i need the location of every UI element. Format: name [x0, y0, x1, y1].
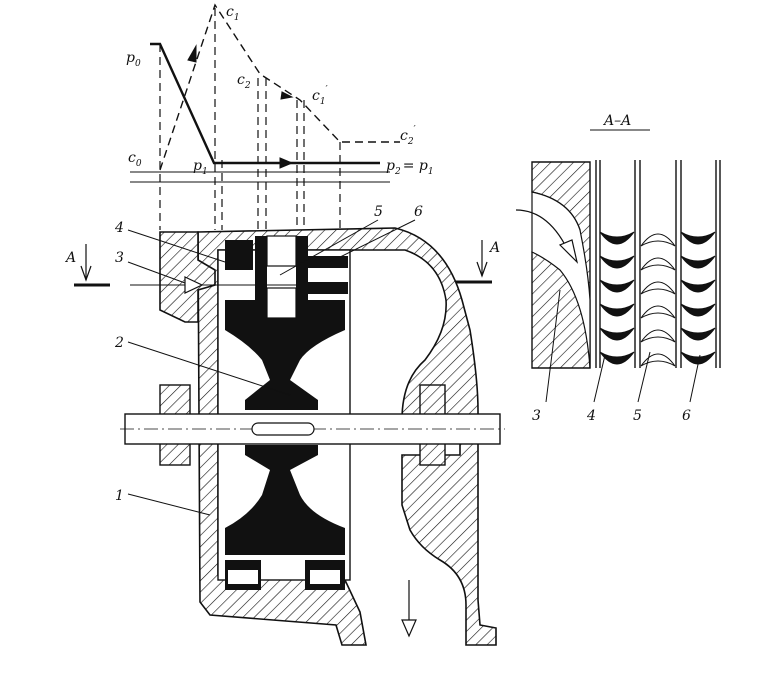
moving-blade-profile [680, 255, 716, 269]
leader-3 [127, 261, 186, 284]
moving-blade-profile [680, 351, 716, 365]
blade-row-1 [255, 236, 267, 318]
label-c1-prime: c1′ [312, 85, 328, 107]
moving-blade-profile [680, 327, 716, 341]
callout-2: 2 [114, 335, 124, 351]
shaft-key [251, 422, 315, 436]
guide-vane-lower [266, 287, 297, 319]
rotor-disc-lower [225, 445, 345, 555]
velocity-arrow-1 [187, 44, 197, 63]
velocity-arrow-2 [280, 91, 294, 100]
rotor-disc [225, 300, 345, 410]
guide-vane-profile [640, 305, 676, 319]
blade-top-right [308, 256, 348, 268]
moving-blade-profile [599, 255, 635, 269]
label-p0: p0 [126, 50, 141, 69]
section-letter-right: A [488, 240, 500, 256]
guide-vane-profile [640, 329, 676, 343]
guide-vane-profile [640, 233, 676, 247]
callout-4: 4 [114, 220, 124, 236]
guide-vane [266, 235, 297, 267]
guide-vane-profile [640, 257, 676, 271]
blade-bottom-gap [228, 570, 258, 584]
section-arrowhead-left [80, 265, 92, 282]
section-nozzle-passage [531, 191, 591, 369]
moving-blade-profile [599, 303, 635, 317]
graph-labels: p0 c0 p1 c1 c2 c1′ c2′ p2= p1 [126, 4, 434, 177]
moving-blade-profile [599, 327, 635, 341]
moving-blade-profile [680, 231, 716, 245]
blade-row-2 [296, 236, 308, 318]
leader-5 [279, 219, 379, 276]
callout-3: 3 [115, 250, 124, 266]
label-c2-prime: c2′ [400, 125, 416, 147]
label-p2-eq-p1: p2= p1 [386, 158, 434, 177]
nozzle-block [225, 240, 253, 270]
pressure-arrow [279, 157, 294, 169]
moving-blade-profile [599, 351, 635, 365]
section-leader-4 [593, 354, 606, 403]
pressure-velocity-graph [130, 3, 400, 230]
section-title: A–A [602, 113, 631, 129]
section-leader-3 [545, 289, 561, 403]
section-letter-left: A [64, 250, 76, 266]
leader-1 [127, 493, 211, 516]
leader-6 [329, 219, 416, 263]
callout-1: 1 [115, 488, 124, 504]
moving-blade-profile [599, 231, 635, 245]
pressure-curve [150, 42, 380, 165]
outlet-arrow [401, 619, 417, 638]
callout-5: 5 [374, 204, 383, 220]
blade-bottom-gap-2 [310, 570, 340, 584]
blade-top-right-b [308, 282, 348, 294]
callout-6: 6 [414, 204, 423, 220]
casing [197, 227, 497, 646]
section-flow-arrow [558, 239, 579, 264]
label-c2: c2 [237, 72, 251, 91]
label-c1: c1 [226, 4, 240, 23]
section-blade-rows [599, 231, 716, 367]
label-p1: p1 [193, 158, 208, 177]
label-c0: c0 [128, 150, 142, 169]
flow-arrow [184, 276, 204, 294]
section-callout-6: 6 [682, 408, 691, 424]
velocity-curve [159, 3, 400, 171]
section-arrowhead-right [476, 261, 488, 278]
section-callout-5: 5 [633, 408, 642, 424]
moving-blade-profile [680, 303, 716, 317]
section-leader-6 [689, 354, 701, 403]
moving-blade-profile [599, 279, 635, 293]
section-callout-4: 4 [586, 408, 596, 424]
inlet-flange [159, 231, 216, 323]
leader-4 [127, 229, 226, 263]
guide-vane-profile [640, 281, 676, 295]
turbine-section: A A 1 2 3 4 5 6 [64, 204, 505, 646]
section-a-a: A–A 3 4 5 6 [515, 113, 721, 424]
section-leader-5 [637, 351, 651, 403]
section-callout-3: 3 [532, 408, 541, 424]
guide-vane-profile [640, 353, 676, 367]
leader-2 [127, 341, 291, 396]
moving-blade-profile [680, 279, 716, 293]
